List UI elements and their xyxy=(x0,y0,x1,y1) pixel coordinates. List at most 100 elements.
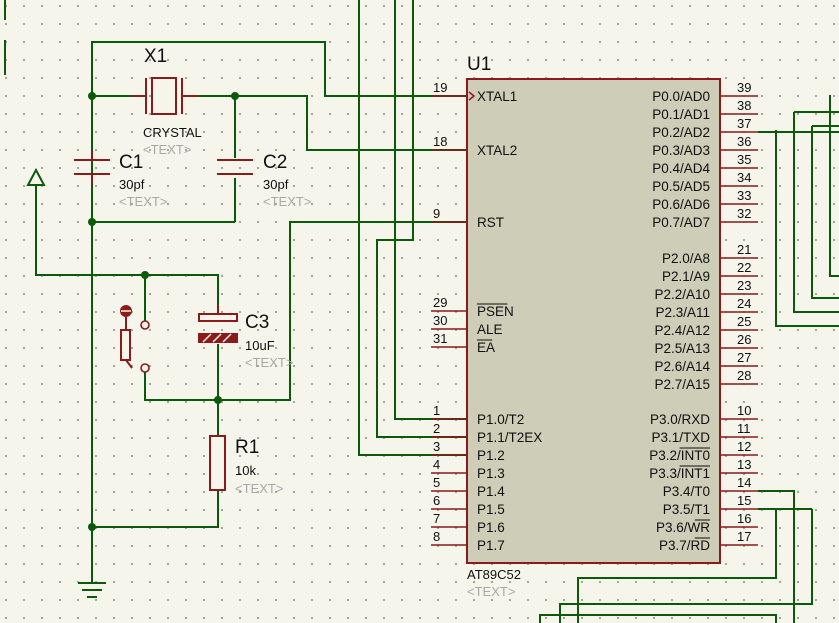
pin-number: 10 xyxy=(737,403,751,418)
chip-pin-5[interactable]: 5P1.4 xyxy=(431,475,505,499)
chip-pin-1[interactable]: 1P1.0/T2 xyxy=(431,403,524,427)
pin-label: P1.2 xyxy=(477,448,505,463)
pin-label: P2.2/A10 xyxy=(654,287,710,302)
resistor-r1[interactable] xyxy=(209,435,226,491)
pin-number: 3 xyxy=(433,439,440,454)
pin-number: 37 xyxy=(737,116,751,131)
pin-number: 34 xyxy=(737,170,751,185)
pin-number: 8 xyxy=(433,529,440,544)
pin-number: 26 xyxy=(737,332,751,347)
pin-label: P2.4/A12 xyxy=(654,323,710,338)
pin-label: P1.5 xyxy=(477,502,505,517)
r1-ref-label: R1 xyxy=(235,437,259,458)
pin-number: 29 xyxy=(433,295,447,310)
pin-number: 2 xyxy=(433,421,440,436)
pin-label: P0.2/AD2 xyxy=(652,125,710,140)
capacitor-c2[interactable] xyxy=(217,159,253,175)
x1-text-placeholder: <TEXT> xyxy=(143,142,191,157)
pin-number: 23 xyxy=(737,278,751,293)
r1-value-label: 10k xyxy=(235,463,256,478)
pin-label: P2.0/A8 xyxy=(662,251,710,266)
pin-label: P0.7/AD7 xyxy=(652,215,710,230)
pin-label: P3.5/T1 xyxy=(663,502,710,517)
chip-pin-7[interactable]: 7P1.6 xyxy=(431,511,505,535)
chip-pin-6[interactable]: 6P1.5 xyxy=(431,493,505,517)
pin-number: 31 xyxy=(433,331,447,346)
pin-label: P2.3/A11 xyxy=(655,305,710,320)
pin-number: 16 xyxy=(737,511,751,526)
capacitor-c3[interactable] xyxy=(198,305,238,343)
reset-button[interactable] xyxy=(120,305,150,373)
pin-number: 5 xyxy=(433,475,440,490)
pin-number: 22 xyxy=(737,260,751,275)
chip-pin-3[interactable]: 3P1.2 xyxy=(431,439,505,463)
pin-label: P2.1/A9 xyxy=(662,269,710,284)
pin-label: P0.6/AD6 xyxy=(652,197,710,212)
pin-label: P0.4/AD4 xyxy=(652,161,710,176)
clock-marker-icon xyxy=(468,91,476,101)
pin-number: 39 xyxy=(737,80,751,95)
c3-value-label: 10uF xyxy=(245,338,275,353)
pin-label: P3.1/TXD xyxy=(651,430,710,445)
pin-number: 4 xyxy=(433,457,440,472)
chip-u1-body[interactable] xyxy=(466,78,721,564)
pin-label: EA xyxy=(477,340,495,355)
c1-ref-label: C1 xyxy=(119,152,143,173)
pin-number: 21 xyxy=(737,242,751,257)
chip-pin-2[interactable]: 2P1.1/T2EX xyxy=(431,421,542,445)
pin-number: 7 xyxy=(433,511,440,526)
pin-label: P1.1/T2EX xyxy=(477,430,542,445)
c3-text-placeholder: <TEXT> xyxy=(245,355,293,370)
c1-text-placeholder: <TEXT> xyxy=(119,194,167,209)
pin-number: 19 xyxy=(433,80,447,95)
c2-ref-label: C2 xyxy=(263,152,287,173)
c1-value-label: 30pf xyxy=(119,177,145,192)
power-terminal-icon[interactable] xyxy=(26,167,46,186)
pin-label: P2.5/A13 xyxy=(654,341,710,356)
pin-number: 9 xyxy=(433,206,440,221)
pin-number: 17 xyxy=(737,529,751,544)
crystal-x1[interactable] xyxy=(132,77,198,115)
pin-number: 13 xyxy=(737,457,751,472)
pin-number: 25 xyxy=(737,314,751,329)
capacitor-c1[interactable] xyxy=(74,150,110,184)
pin-number: 30 xyxy=(433,313,447,328)
chip-pin-8[interactable]: 8P1.7 xyxy=(431,529,505,553)
chip-pin-4[interactable]: 4P1.3 xyxy=(431,457,505,481)
x1-ref-label: X1 xyxy=(144,46,167,67)
pin-label: P3.6/WR xyxy=(656,520,710,535)
pin-number: 14 xyxy=(737,475,751,490)
pin-number: 33 xyxy=(737,188,751,203)
x1-value-label: CRYSTAL xyxy=(143,125,202,140)
